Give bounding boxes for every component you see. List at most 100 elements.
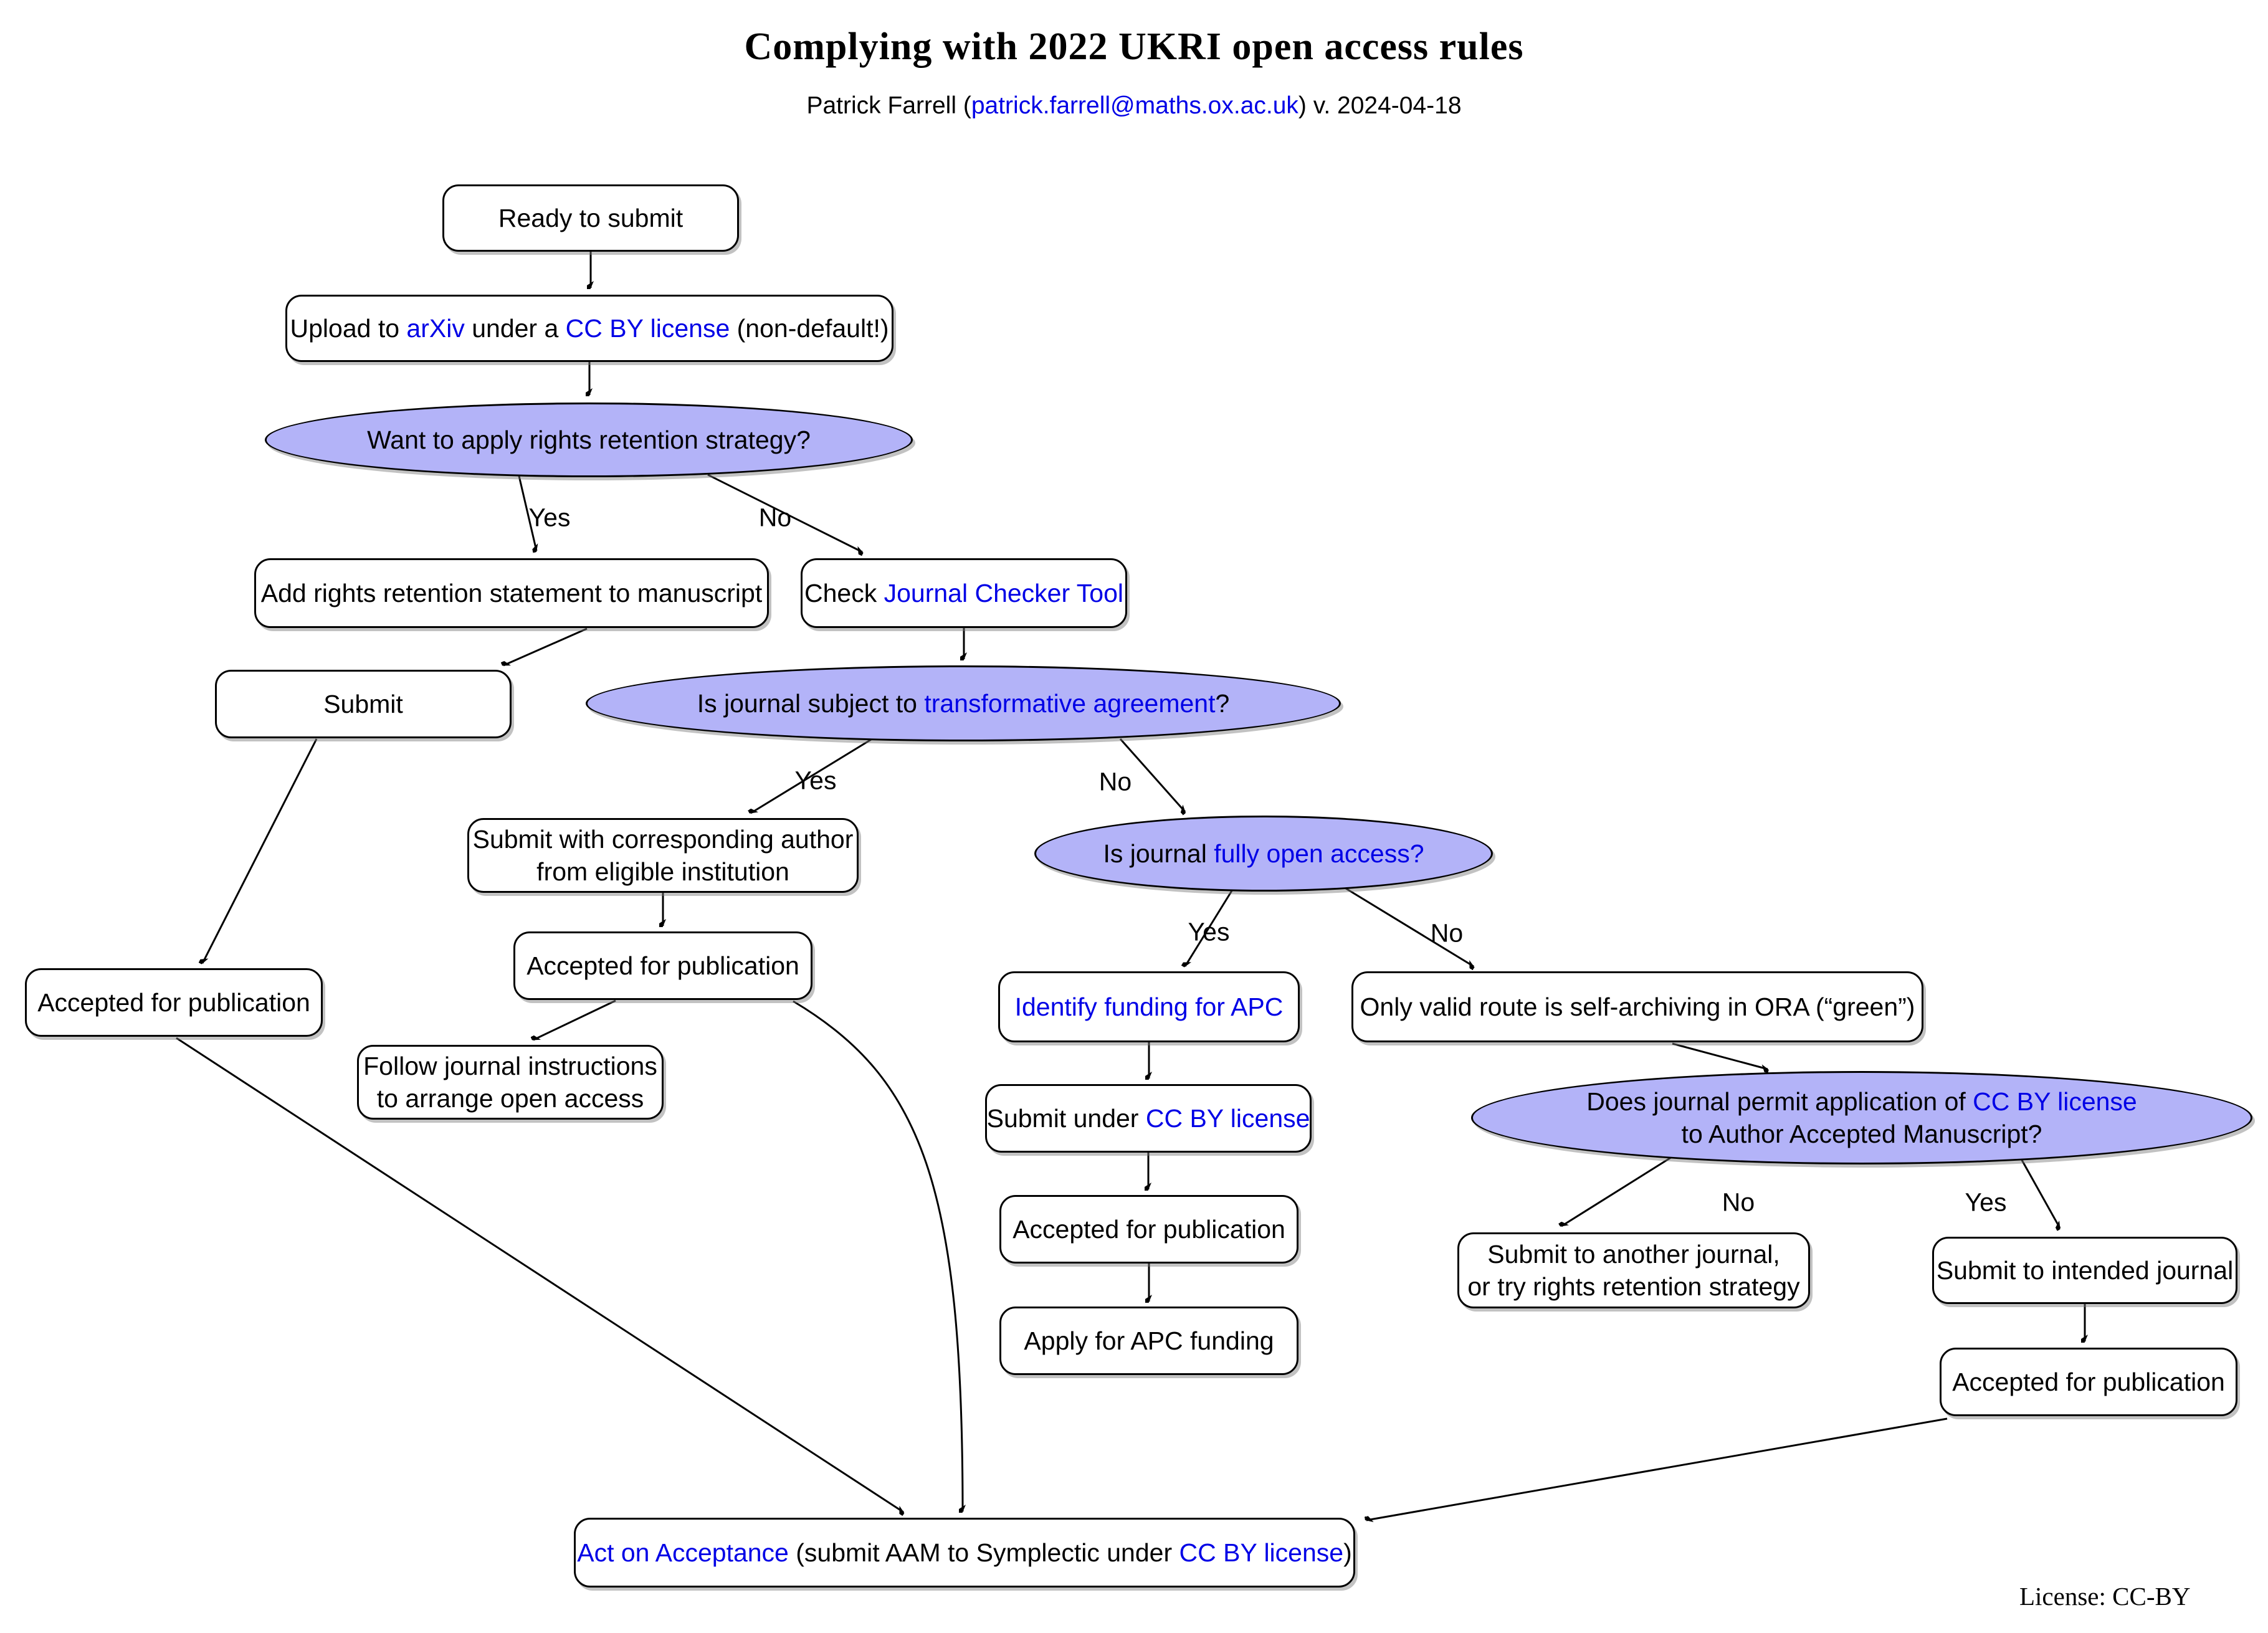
- node-line: Accepted for publication: [1952, 1366, 2225, 1398]
- node-text: under a: [464, 314, 566, 343]
- node-text: Add rights retention statement to manusc…: [260, 579, 763, 607]
- decision-fully-open-access: Is journal fully open access?: [1034, 816, 1493, 892]
- flow-edge: [503, 627, 588, 667]
- node-line: Apply for APC funding: [1024, 1325, 1274, 1357]
- node-submit-another-journal: Submit to another journal,or try rights …: [1457, 1232, 1810, 1308]
- node-text: (submit AAM to Symplectic under: [788, 1538, 1179, 1567]
- flow-edge: [1119, 738, 1185, 812]
- edge-label-no-1: No: [758, 503, 792, 532]
- node-accepted-mid-left: Accepted for publication: [513, 931, 812, 1000]
- link-cc-by-license[interactable]: CC BY license: [1145, 1104, 1310, 1133]
- node-line: Identify funding for APC: [1015, 991, 1284, 1023]
- node-line: Submit with corresponding author: [473, 823, 854, 855]
- node-text: Is journal subject to: [697, 689, 925, 718]
- node-text: Accepted for publication: [1952, 1368, 2225, 1396]
- node-text: Want to apply rights retention strategy?: [367, 426, 811, 454]
- node-text: or try rights retention strategy: [1467, 1272, 1800, 1301]
- node-text: Accepted for publication: [1012, 1215, 1285, 1244]
- link-cc-by-license[interactable]: CC BY license: [565, 314, 730, 343]
- node-line: Add rights retention statement to manusc…: [261, 577, 762, 609]
- node-line: Accepted for publication: [37, 986, 310, 1019]
- node-submit: Submit: [215, 670, 512, 738]
- node-text: Accepted for publication: [526, 951, 799, 980]
- link-transformative-agreement[interactable]: transformative agreement: [924, 689, 1216, 718]
- node-line: to arrange open access: [377, 1082, 644, 1115]
- node-accepted-center: Accepted for publication: [999, 1195, 1298, 1264]
- node-line: Accepted for publication: [526, 950, 799, 982]
- node-line: Submit to another journal,: [1487, 1238, 1780, 1270]
- node-text: Submit with corresponding author: [472, 825, 854, 854]
- node-text: Accepted for publication: [37, 988, 310, 1017]
- node-text: to Author Accepted Manuscript?: [1681, 1120, 2042, 1148]
- link-arxiv[interactable]: arXiv: [406, 314, 465, 343]
- flow-edge: [707, 474, 862, 552]
- node-line: Is journal subject to transformative agr…: [697, 687, 1230, 720]
- node-apply-apc-funding: Apply for APC funding: [999, 1307, 1298, 1375]
- flow-edge: [1345, 887, 1474, 966]
- subtitle-suffix: ) v. 2024-04-18: [1298, 92, 1462, 119]
- node-line: Does journal permit application of CC BY…: [1586, 1085, 2137, 1118]
- node-line: Accepted for publication: [1012, 1213, 1285, 1245]
- node-line: Follow journal instructions: [363, 1050, 657, 1082]
- link-cc-by-license[interactable]: CC BY license: [1973, 1087, 2137, 1116]
- node-line: Submit under CC BY license: [987, 1102, 1310, 1135]
- link-identify-funding-for-apc[interactable]: Identify funding for APC: [1014, 993, 1284, 1021]
- flow-edge: [751, 738, 872, 813]
- edge-label-no-3: No: [1098, 767, 1132, 796]
- node-line: Only valid route is self-archiving in OR…: [1360, 991, 1915, 1023]
- link-act-on-acceptance[interactable]: Act on Acceptance: [577, 1538, 789, 1567]
- flow-edge: [793, 1000, 963, 1512]
- node-line: Check Journal Checker Tool: [804, 577, 1123, 609]
- node-line: Ready to submit: [498, 202, 683, 234]
- flow-edge: [1672, 1042, 1768, 1069]
- flow-edge: [1366, 1417, 1948, 1520]
- author-email-link[interactable]: patrick.farrell@maths.ox.ac.uk: [971, 92, 1298, 119]
- node-line: to Author Accepted Manuscript?: [1682, 1118, 2042, 1150]
- flow-edge: [202, 738, 318, 963]
- node-text: Submit to intended journal: [1936, 1256, 2234, 1285]
- link-journal-checker-tool[interactable]: Journal Checker Tool: [884, 579, 1123, 607]
- node-text: Ready to submit: [498, 204, 684, 232]
- node-upload-arxiv: Upload to arXiv under a CC BY license (n…: [285, 295, 893, 362]
- flow-edge: [2021, 1159, 2060, 1228]
- node-submit-corresponding: Submit with corresponding author from eli…: [467, 818, 859, 893]
- link-cc-by-license[interactable]: CC BY license: [1179, 1538, 1344, 1567]
- decision-permit-ccby-aam: Does journal permit application of CC BY…: [1471, 1071, 2252, 1164]
- node-line: Act on Acceptance (submit AAM to Symplec…: [577, 1536, 1351, 1569]
- edge-label-yes-2: Yes: [794, 766, 837, 795]
- flow-edge: [176, 1037, 903, 1512]
- node-only-valid-route-ora: Only valid route is self-archiving in OR…: [1351, 971, 1923, 1042]
- node-text: to arrange open access: [376, 1084, 644, 1113]
- edge-label-yes-7: Yes: [1965, 1188, 2007, 1217]
- node-line: or try rights retention strategy: [1467, 1270, 1799, 1303]
- node-text: Follow journal instructions: [363, 1052, 657, 1080]
- node-text: Check: [804, 579, 884, 607]
- edge-label-no-5: No: [1430, 918, 1464, 948]
- edge-label-yes-4: Yes: [1188, 917, 1230, 946]
- node-ready-to-submit: Ready to submit: [442, 184, 739, 252]
- node-text: Does journal permit application of: [1586, 1087, 1973, 1116]
- node-submit-under-ccby: Submit under CC BY license: [985, 1084, 1312, 1153]
- link-fully-open-access[interactable]: fully open access?: [1214, 839, 1424, 868]
- node-accepted-far-right: Accepted for publication: [1940, 1348, 2237, 1416]
- node-line: Upload to arXiv under a CC BY license (n…: [290, 312, 889, 345]
- node-text: Apply for APC funding: [1024, 1326, 1274, 1355]
- node-text: (non-default!): [730, 314, 889, 343]
- node-text: Submit under: [986, 1104, 1146, 1133]
- edge-label-yes-0: Yes: [528, 503, 571, 532]
- decision-transformative-agreement: Is journal subject to transformative agr…: [586, 665, 1341, 741]
- node-text: Submit: [323, 690, 403, 718]
- node-line: Submit to intended journal: [1937, 1254, 2233, 1287]
- node-line: Want to apply rights retention strategy?: [367, 424, 811, 456]
- node-identify-apc-funding: Identify funding for APC: [998, 971, 1300, 1042]
- node-check-journal-checker: Check Journal Checker Tool: [801, 558, 1127, 628]
- flow-edge: [1561, 1154, 1675, 1226]
- edge-label-no-6: No: [1722, 1188, 1755, 1217]
- node-text: ): [1343, 1538, 1352, 1567]
- decision-want-rights-retention: Want to apply rights retention strategy?: [265, 402, 913, 477]
- node-text: from eligible institution: [536, 857, 789, 886]
- flow-edge: [1185, 889, 1234, 966]
- license-note: License: CC-BY: [2019, 1582, 2191, 1611]
- page-title: Complying with 2022 UKRI open access rul…: [744, 26, 1524, 68]
